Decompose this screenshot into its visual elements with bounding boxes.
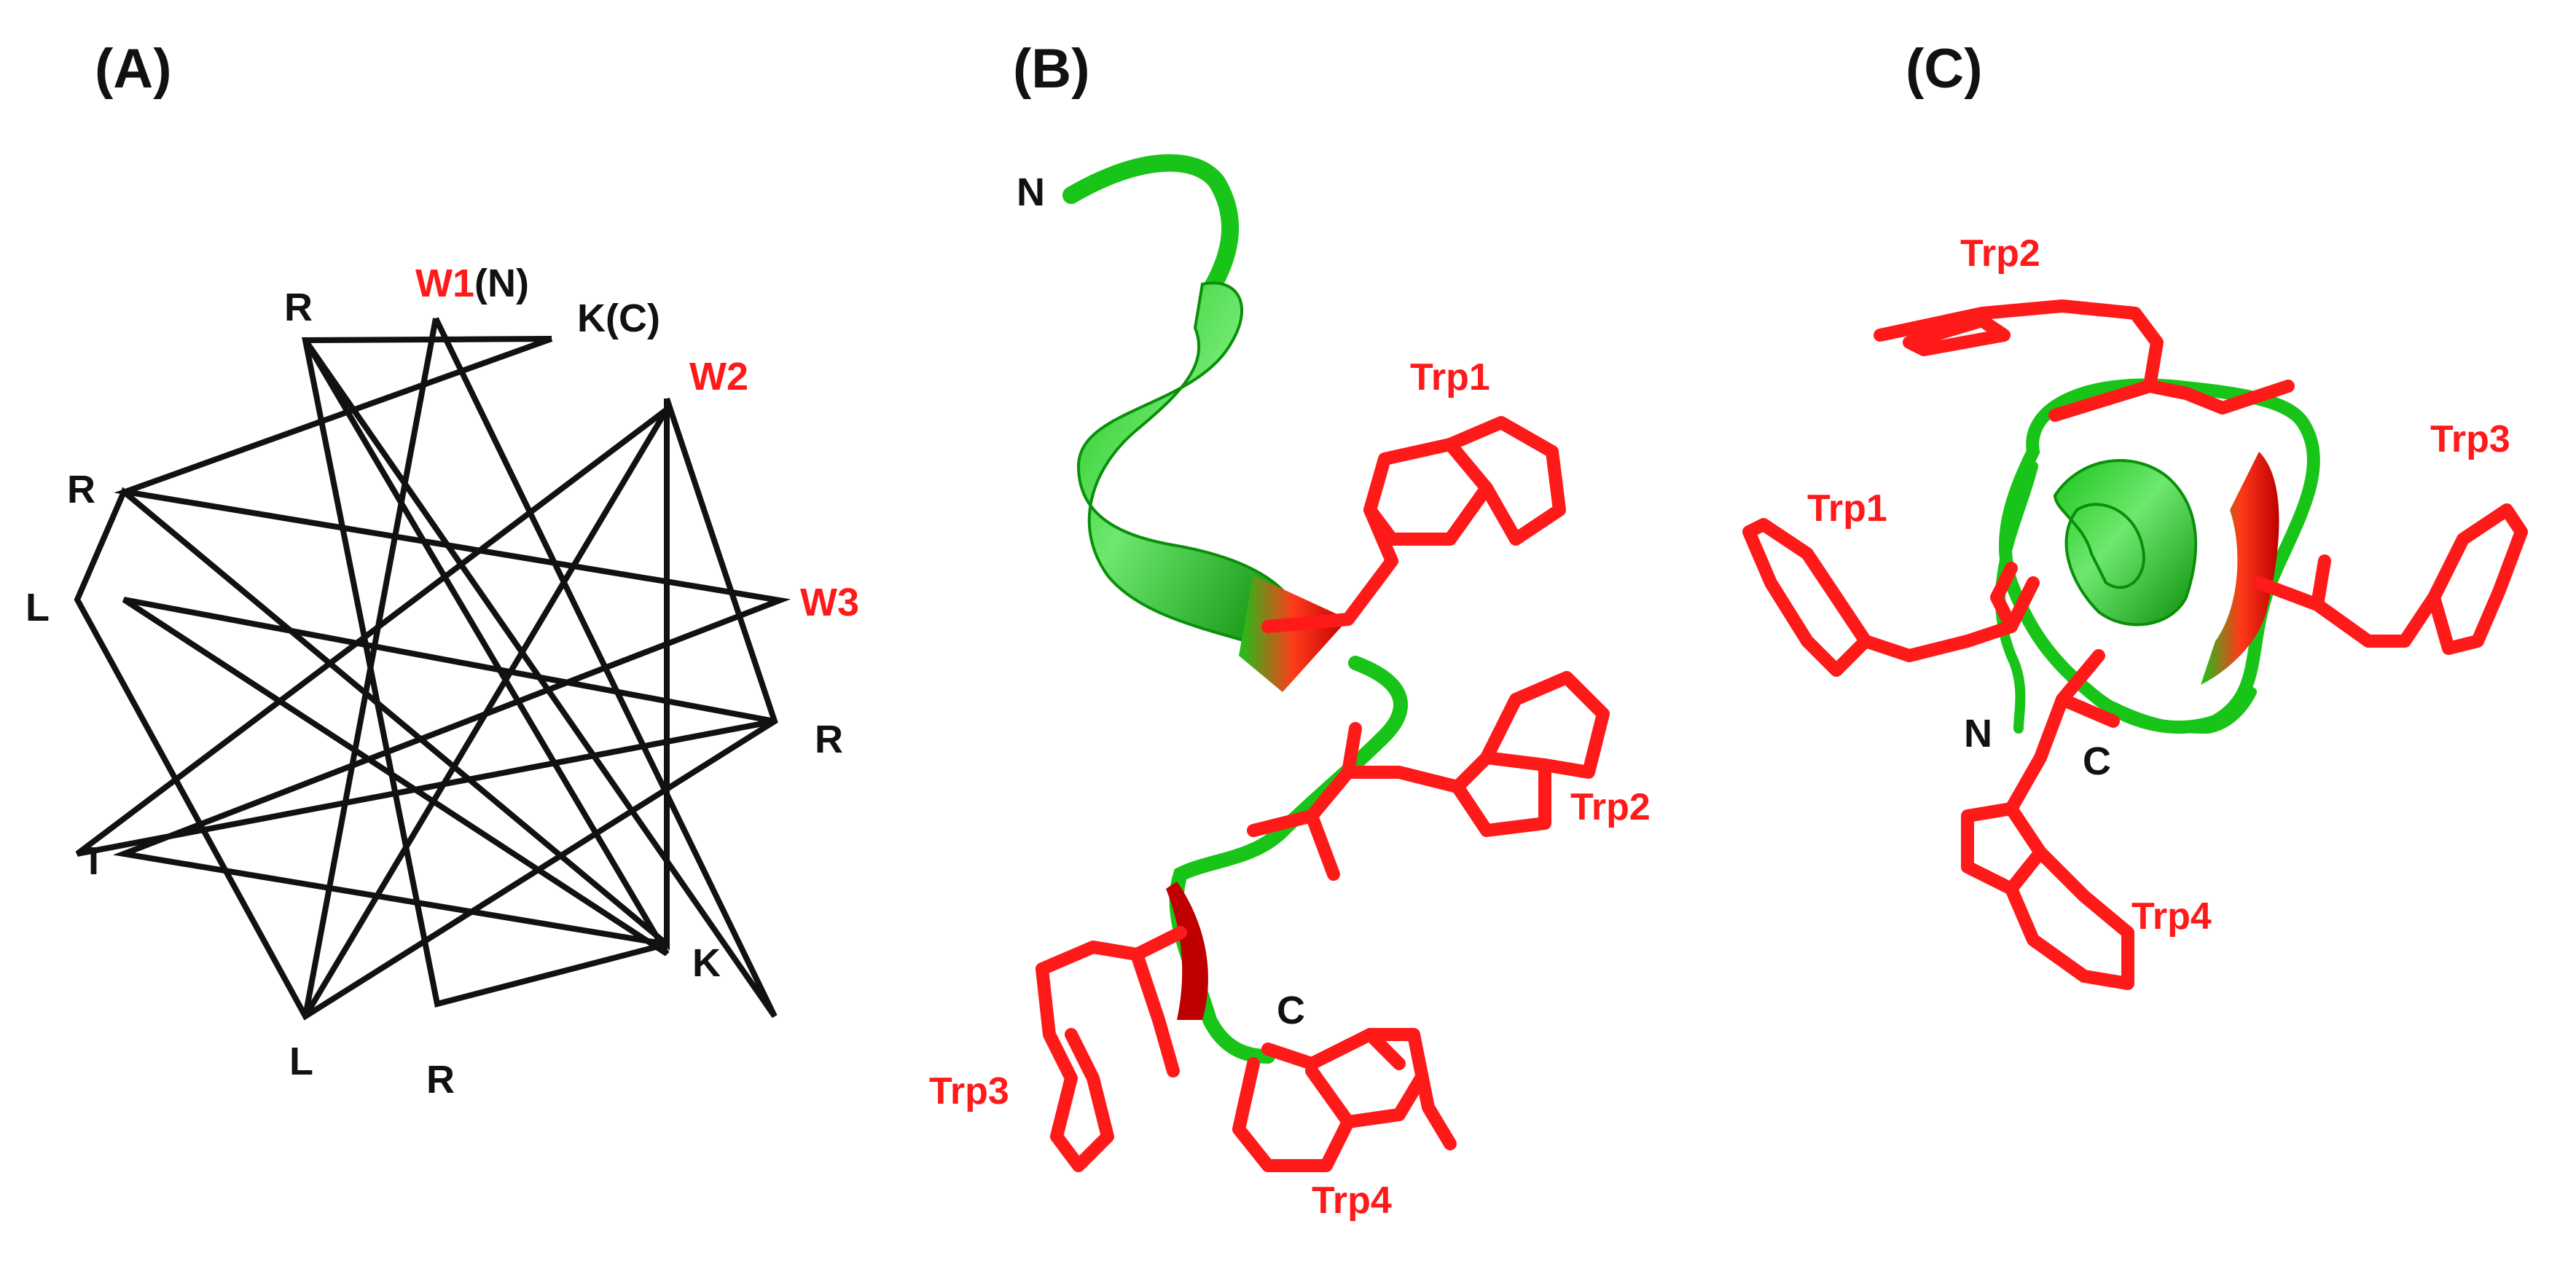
b-n-label: N <box>1017 170 1045 214</box>
c-trp4-label: Trp4 <box>2131 895 2212 938</box>
c-trp2-label: Trp2 <box>1960 232 2040 275</box>
c-trp2-sidechain <box>1874 299 2295 422</box>
panel-label-c: (C) <box>1906 38 1983 100</box>
b-trp4-label: Trp4 <box>1312 1179 1392 1222</box>
wheel-label-w2: W2 <box>689 355 748 399</box>
c-inner-ribbon <box>2053 459 2198 627</box>
wheel-path <box>75 317 778 1018</box>
wheel-label-k: K <box>692 941 721 985</box>
b-trp2-sidechain <box>1247 671 1610 881</box>
c-trp1-sidechain <box>1742 518 2040 677</box>
b-n-coil <box>1062 154 1240 300</box>
c-c-label: C <box>2083 739 2111 783</box>
b-c-strand <box>1166 882 1208 1020</box>
b-helix-ribbon <box>1076 281 1285 643</box>
b-c-label: C <box>1277 989 1305 1032</box>
wheel-label-r-bottom: R <box>426 1058 455 1102</box>
b-trp1-sidechain <box>1261 416 1566 633</box>
wheel-label-kc: K(C) <box>577 297 660 340</box>
c-trp3-sidechain <box>2252 503 2528 655</box>
c-n-label: N <box>1964 712 1992 755</box>
helical-wheel <box>74 317 791 1021</box>
panel-label-b: (B) <box>1013 38 1090 100</box>
wheel-label-w3: W3 <box>800 581 859 624</box>
c-trp4-sidechain <box>1961 649 2134 990</box>
b-trp3-sidechain <box>1036 926 1187 1172</box>
c-right-strand <box>2201 452 2279 685</box>
wheel-path-2 <box>112 336 791 1008</box>
b-trp1-label: Trp1 <box>1410 356 1490 399</box>
b-trp3-label: Trp3 <box>929 1070 1009 1112</box>
wheel-label-t: T <box>82 839 106 883</box>
b-helix-arrow <box>1239 576 1348 692</box>
b-trp4-sidechain <box>1232 1028 1457 1172</box>
structure-b: N C Trp1 Trp2 Trp3 Trp4 <box>929 154 1651 1222</box>
b-trp2-label: Trp2 <box>1570 786 1651 828</box>
wheel-label-l-bottom: L <box>289 1040 313 1083</box>
b-backbone <box>1169 656 1408 1064</box>
wheel-label-w1: W1(N) <box>415 262 529 305</box>
panel-label-a: (A) <box>95 38 172 100</box>
structure-c: N C Trp1 Trp2 Trp3 Trp4 <box>1742 232 2528 990</box>
c-trp3-label: Trp3 <box>2430 418 2510 460</box>
wheel-path-3 <box>74 397 778 1021</box>
wheel-label-l-left: L <box>26 586 50 629</box>
c-tail-2 <box>2108 687 2257 734</box>
wheel-label-r-top: R <box>284 286 313 329</box>
c-trp1-label: Trp1 <box>1807 487 1887 530</box>
wheel-label-r-left: R <box>67 468 95 511</box>
wheel-label-r-right: R <box>815 718 843 761</box>
